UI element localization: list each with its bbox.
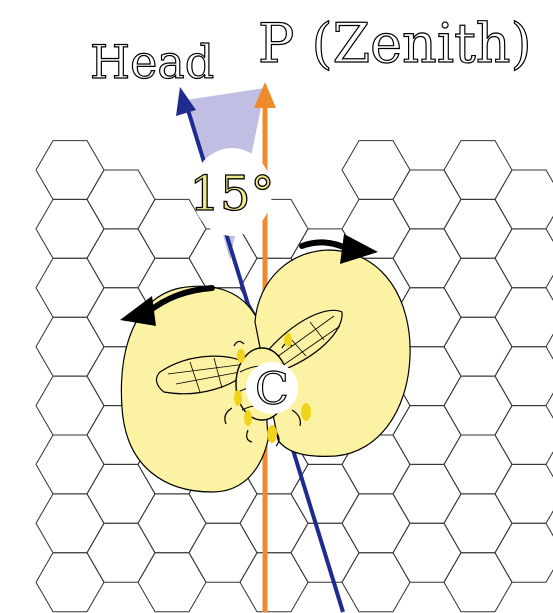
- comb-cell: [495, 288, 553, 347]
- comb-cell: [495, 523, 553, 582]
- comb-cell: [495, 347, 553, 406]
- comb-cell: [36, 494, 104, 553]
- comb-cell: [444, 258, 512, 317]
- comb-cell: [36, 199, 104, 258]
- comb-cell: [444, 435, 512, 494]
- comb-cell: [240, 494, 308, 553]
- head-label: Head: [90, 35, 214, 89]
- center-label: C: [255, 364, 289, 415]
- comb-cell: [138, 553, 206, 612]
- comb-cell: [444, 494, 512, 553]
- comb-cell: [342, 141, 410, 200]
- comb-cell: [138, 494, 206, 553]
- comb-cell: [393, 464, 461, 523]
- comb-cell: [240, 553, 308, 612]
- comb-cell: [87, 170, 155, 229]
- comb-cell: [495, 170, 553, 229]
- comb-cell: [444, 317, 512, 376]
- comb-cell: [87, 229, 155, 288]
- comb-cell: [36, 376, 104, 435]
- angle-label: 15°: [189, 166, 274, 222]
- comb-cell: [36, 553, 104, 612]
- comb-cell: [342, 553, 410, 612]
- comb-cell: [36, 317, 104, 376]
- comb-cell: [87, 523, 155, 582]
- comb-cell: [393, 406, 461, 465]
- comb-cell: [495, 406, 553, 465]
- comb-cell: [189, 229, 257, 288]
- zenith-label: P (Zenith): [258, 12, 532, 75]
- comb-cell: [444, 553, 512, 612]
- comb-cell: [36, 435, 104, 494]
- comb-cell: [444, 141, 512, 200]
- comb-cell: [36, 141, 104, 200]
- comb-cell: [495, 464, 553, 523]
- comb-cell: [495, 229, 553, 288]
- comb-cell: [393, 523, 461, 582]
- comb-cell: [87, 464, 155, 523]
- comb-cell: [342, 494, 410, 553]
- comb-cell: [393, 170, 461, 229]
- comb-cell: [444, 376, 512, 435]
- comb-cell: [444, 199, 512, 258]
- comb-cell: [36, 258, 104, 317]
- comb-cell: [393, 229, 461, 288]
- comb-cell: [189, 523, 257, 582]
